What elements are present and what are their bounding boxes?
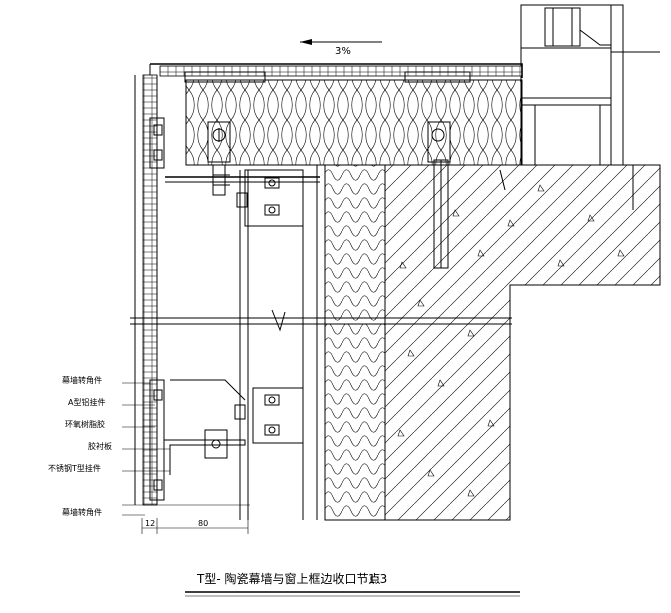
lower-anchors <box>149 117 304 501</box>
label-corner-piece: 幕墙转角件 <box>62 375 102 385</box>
label-corner-piece-2: 幕墙转角件 <box>62 507 102 517</box>
window-frame <box>520 4 660 166</box>
label-aluminum-hook: A型铝挂件 <box>68 397 105 407</box>
title-text: T型- 陶瓷幕墙与窗上框边收口节点 <box>196 571 380 586</box>
annotation-labels: 幕墙转角件 A型铝挂件 环氧树脂胶 胶衬板 不锈钢T型挂件 幕墙转角件 <box>48 375 112 517</box>
label-t-hook: 不锈钢T型挂件 <box>48 463 101 473</box>
wall-insulation <box>324 164 386 521</box>
coping-flashing <box>149 63 523 83</box>
keel-lines <box>239 165 318 520</box>
title-scale: 1:3 <box>368 572 387 586</box>
concrete-wall <box>384 164 661 521</box>
dimension-line: 12 80 <box>141 518 249 534</box>
dim-left: 12 <box>145 519 155 528</box>
dim-right: 80 <box>198 519 208 528</box>
slope-indicator: 3% <box>300 39 382 57</box>
label-liner-board: 胶衬板 <box>88 441 112 451</box>
label-epoxy: 环氧树脂胶 <box>65 419 105 429</box>
slope-text: 3% <box>335 46 351 57</box>
upper-anchor-left <box>207 121 231 196</box>
leader-lines <box>122 382 170 516</box>
top-insulation <box>185 79 523 166</box>
drawing-title: T型- 陶瓷幕墙与窗上框边收口节点 1:3 <box>185 571 520 597</box>
upper-bracket <box>165 169 320 227</box>
